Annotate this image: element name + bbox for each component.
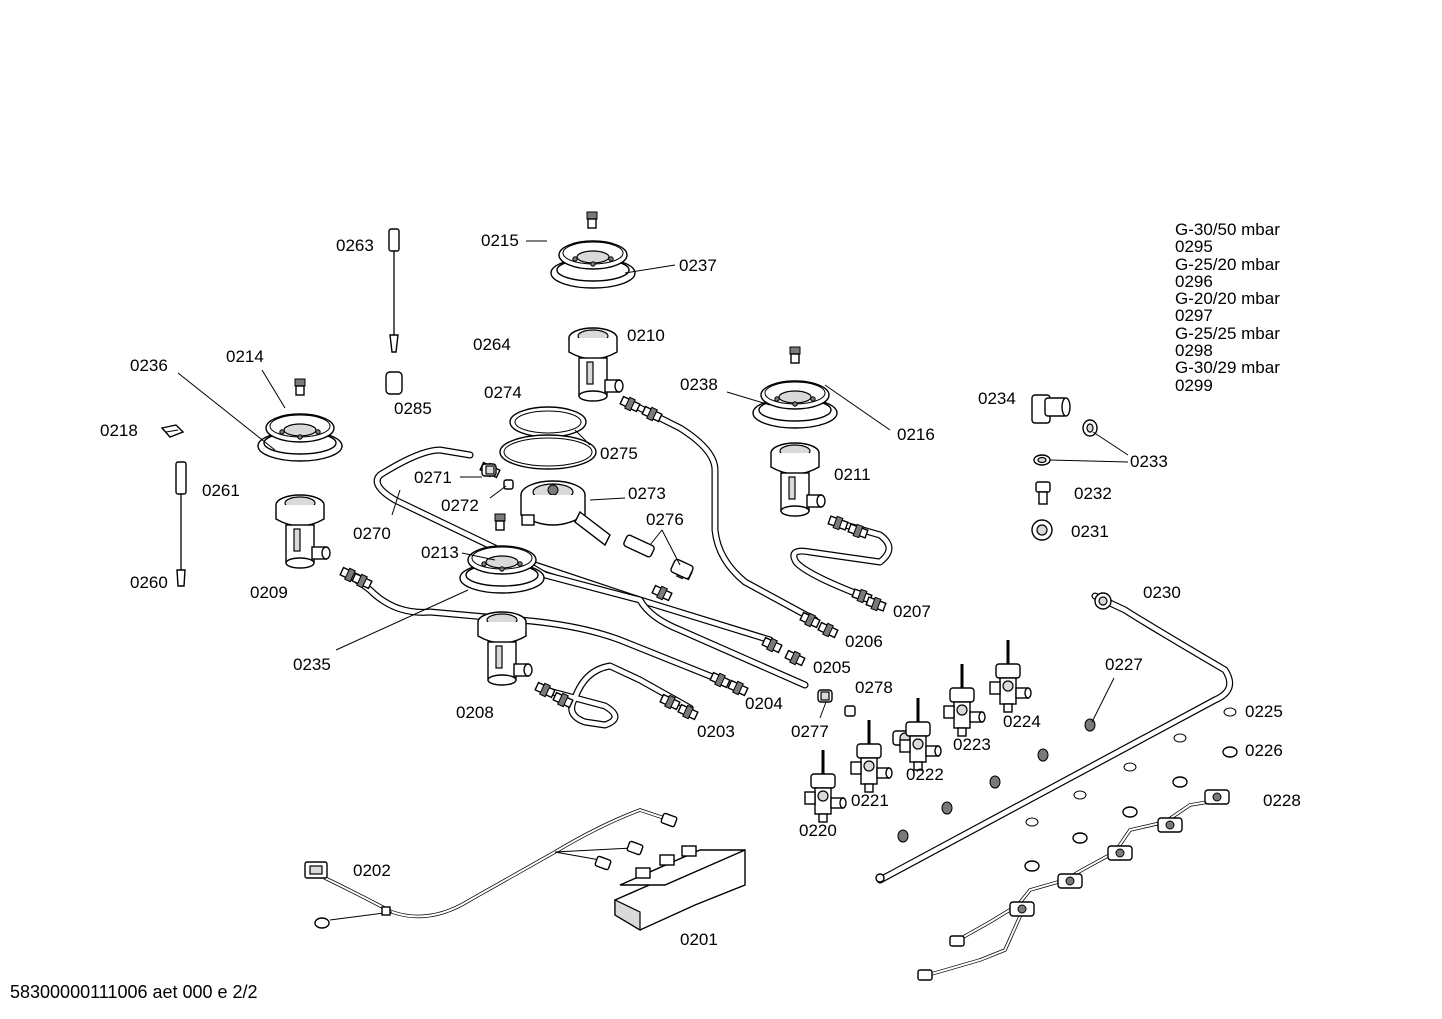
label-0232: 0232 <box>1074 484 1112 503</box>
legend-part-4: 0298 <box>1175 341 1213 361</box>
washer-0233 <box>1082 419 1098 437</box>
nozzle-0272 <box>503 479 514 490</box>
legend-gas-5: G-30/29 mbar <box>1175 358 1280 378</box>
part-labels: 0215 0237 0263 0210 0264 0236 0214 0238 … <box>100 231 1301 949</box>
ignition-plug-0263 <box>388 228 400 353</box>
legend-gas-2: G-25/20 mbar <box>1175 254 1280 274</box>
label-0203: 0203 <box>697 722 735 741</box>
label-0273: 0273 <box>628 484 666 503</box>
document-id: 58300000111006 aet 000 e 2/2 <box>10 982 258 1002</box>
label-0211: 0211 <box>834 465 871 484</box>
manifold-washers <box>897 707 1238 872</box>
label-0210: 0210 <box>627 326 665 345</box>
label-0207: 0207 <box>893 602 931 621</box>
legend-part-5: 0299 <box>1175 375 1213 395</box>
label-0209: 0209 <box>250 583 288 602</box>
burner-0209 <box>275 494 331 569</box>
label-0270: 0270 <box>353 524 391 543</box>
legend-gas-3: G-20/20 mbar <box>1175 289 1280 309</box>
label-0236: 0236 <box>130 356 168 375</box>
label-0238: 0238 <box>680 375 718 394</box>
label-0233: 0233 <box>1130 452 1168 471</box>
legend-gas-1: G-30/50 mbar <box>1175 220 1280 239</box>
label-0201: 0201 <box>680 930 718 949</box>
label-0228: 0228 <box>1263 791 1301 810</box>
label-0277: 0277 <box>791 722 829 741</box>
burner-top-0216 <box>752 346 838 429</box>
label-0276: 0276 <box>646 510 684 529</box>
label-0206: 0206 <box>845 632 883 651</box>
label-0285: 0285 <box>394 399 432 418</box>
label-0216: 0216 <box>897 425 935 444</box>
nut-0231 <box>1031 519 1053 541</box>
seal-rings <box>499 406 597 470</box>
label-0235: 0235 <box>293 655 331 674</box>
label-0278: 0278 <box>855 678 893 697</box>
label-0274: 0274 <box>484 383 522 402</box>
leader-lines <box>177 240 1129 723</box>
burner-top-0213 <box>459 513 545 594</box>
legend-part-3: 0297 <box>1175 306 1213 326</box>
label-0221: 0221 <box>851 791 889 810</box>
fitting-0276 <box>623 534 694 580</box>
nozzle-0278 <box>844 705 856 717</box>
label-0261: 0261 <box>202 481 240 500</box>
label-0213: 0213 <box>421 543 459 562</box>
burner-top-0214 <box>257 378 343 462</box>
burner-top-0215 <box>550 211 636 289</box>
nozzle-0277 <box>817 689 833 703</box>
pipe-fittings <box>338 394 1112 883</box>
label-0227: 0227 <box>1105 655 1143 674</box>
label-0231: 0231 <box>1071 522 1109 541</box>
legend-part-2: 0296 <box>1175 271 1213 291</box>
label-0272: 0272 <box>441 496 479 515</box>
label-0202: 0202 <box>353 861 391 880</box>
label-0271: 0271 <box>414 468 452 487</box>
label-0234: 0234 <box>978 389 1016 408</box>
label-0264: 0264 <box>473 335 511 354</box>
screw-0232 <box>1035 481 1051 505</box>
label-0218: 0218 <box>100 421 138 440</box>
label-0222: 0222 <box>906 765 944 784</box>
label-0226: 0226 <box>1245 741 1283 760</box>
label-0275: 0275 <box>600 444 638 463</box>
gas-pipes <box>346 399 1234 884</box>
label-0224: 0224 <box>1003 712 1041 731</box>
label-0208: 0208 <box>456 703 494 722</box>
label-0215: 0215 <box>481 231 519 250</box>
burner-0211 <box>770 442 826 517</box>
washer-0233b <box>1033 454 1051 466</box>
label-0230: 0230 <box>1143 583 1181 602</box>
burner-0210 <box>568 327 624 402</box>
ignition-module-0201 <box>614 845 746 932</box>
gas-variant-legend: G-30/50 mbar 0295 G-25/20 mbar 0296 G-20… <box>1175 221 1280 394</box>
label-0237: 0237 <box>679 256 717 275</box>
label-0205: 0205 <box>813 658 851 677</box>
legend-part-1: 0295 <box>1175 237 1213 257</box>
wok-burner-0273 <box>520 480 611 547</box>
clip-0218 <box>160 424 185 438</box>
label-0220: 0220 <box>799 821 837 840</box>
label-0263: 0263 <box>336 236 374 255</box>
wiring-harness-0202 <box>304 808 678 929</box>
label-0260: 0260 <box>130 573 168 592</box>
ignition-plug-0261 <box>175 461 187 587</box>
elbow-0234 <box>1031 394 1071 424</box>
nut-0271 <box>481 463 497 477</box>
igniter-harness-0228 <box>917 789 1230 981</box>
legend-gas-4: G-25/25 mbar <box>1175 323 1280 343</box>
label-0223: 0223 <box>953 735 991 754</box>
burner-0208 <box>477 611 533 686</box>
label-0225: 0225 <box>1245 702 1283 721</box>
label-0214: 0214 <box>226 347 264 366</box>
label-0204: 0204 <box>745 694 783 713</box>
sleeve-0285 <box>385 371 403 395</box>
